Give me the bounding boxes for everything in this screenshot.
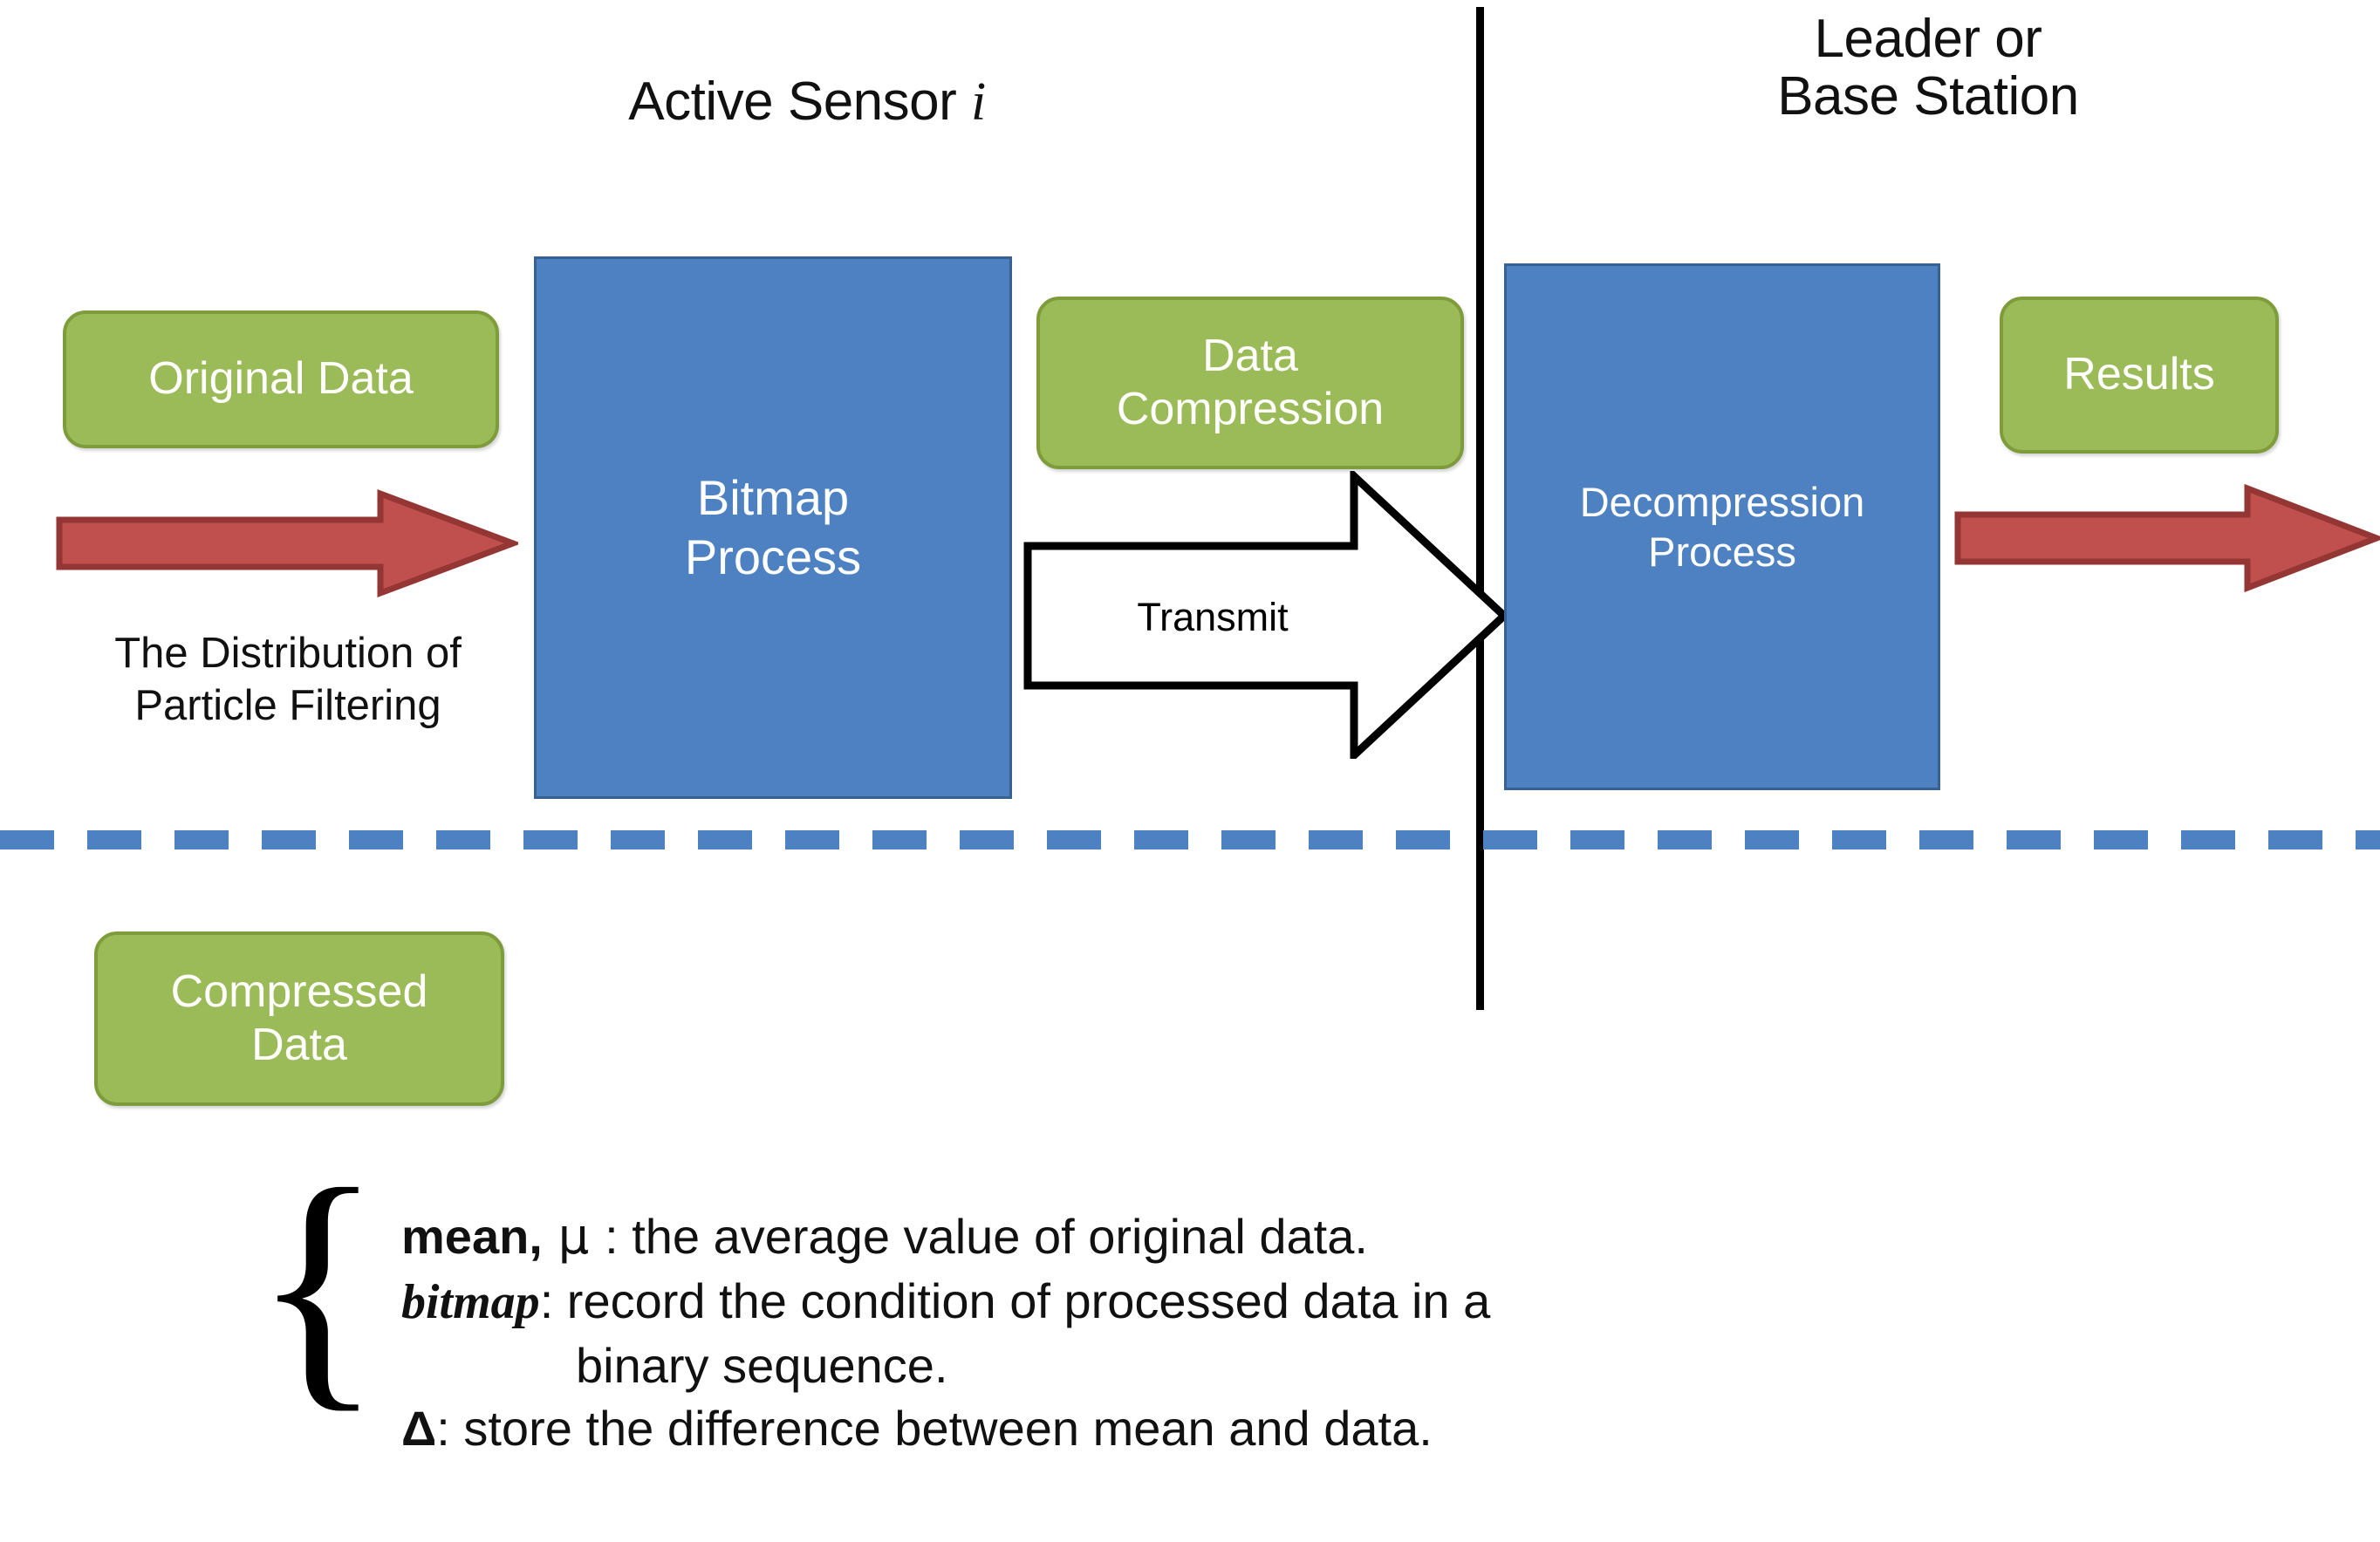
process-box-bitmap[interactable]: Bitmap Process: [534, 256, 1012, 799]
tag-compressed-data[interactable]: Compressed Data: [94, 931, 504, 1106]
legend-line-delta: Δ: store the difference between mean and…: [401, 1397, 1490, 1461]
legend-line-mean: mean, μ : the average value of original …: [401, 1205, 1490, 1270]
legend-line-bitmap: bitmap: record the condition of processe…: [401, 1270, 1490, 1334]
sensor-index-italic: i: [971, 72, 986, 132]
legend-bitmap-bolditalic: bitmap: [401, 1274, 540, 1329]
dashed-separator: [0, 830, 2380, 849]
left-section-title: Active Sensor i: [489, 16, 1099, 131]
legend-bitmap-rest: : record the condition of processed data…: [539, 1272, 1491, 1328]
tag-data-compression-label: Data Compression: [1116, 330, 1385, 434]
legend-delta-bold: Δ: [401, 1401, 437, 1457]
process-box-decompression-label: Decompression Process: [1579, 478, 1865, 575]
tag-results[interactable]: Results: [2000, 297, 2279, 454]
legend-mean-rest: : the average value of original data.: [605, 1209, 1368, 1264]
transmit-arrow-icon: [1022, 471, 1511, 759]
left-section-title-text: Active Sensor: [628, 71, 972, 132]
results-arrow-icon: [1954, 481, 2380, 595]
tag-original-data-label: Original Data: [148, 353, 414, 405]
original-data-arrow-icon: [56, 487, 518, 600]
legend-lines: mean, μ : the average value of original …: [401, 1205, 1490, 1461]
legend-line-binary: binary sequence.: [576, 1337, 948, 1393]
legend-mean-bold: mean,: [401, 1209, 543, 1264]
legend-block: { mean, μ : the average value of origina…: [253, 1149, 2303, 1533]
legend-delta-rest: : store the difference between mean and …: [436, 1401, 1433, 1457]
tag-results-label: Results: [2063, 349, 2215, 400]
right-section-title: Leader or Base Station: [1777, 9, 2079, 126]
transmit-arrow-label: Transmit: [1137, 595, 1289, 639]
caption-distribution: The Distribution of Particle Filtering: [114, 630, 462, 729]
tag-original-data[interactable]: Original Data: [63, 310, 499, 448]
tag-compressed-data-label: Compressed Data: [170, 965, 428, 1070]
vertical-divider: [1476, 7, 1484, 1010]
legend-mu-symbol: μ: [542, 1209, 605, 1266]
legend-brace-icon: {: [253, 1135, 383, 1434]
process-box-bitmap-label: Bitmap Process: [684, 469, 862, 584]
tag-data-compression[interactable]: Data Compression: [1036, 297, 1464, 469]
process-box-decompression[interactable]: Decompression Process: [1504, 263, 1940, 790]
